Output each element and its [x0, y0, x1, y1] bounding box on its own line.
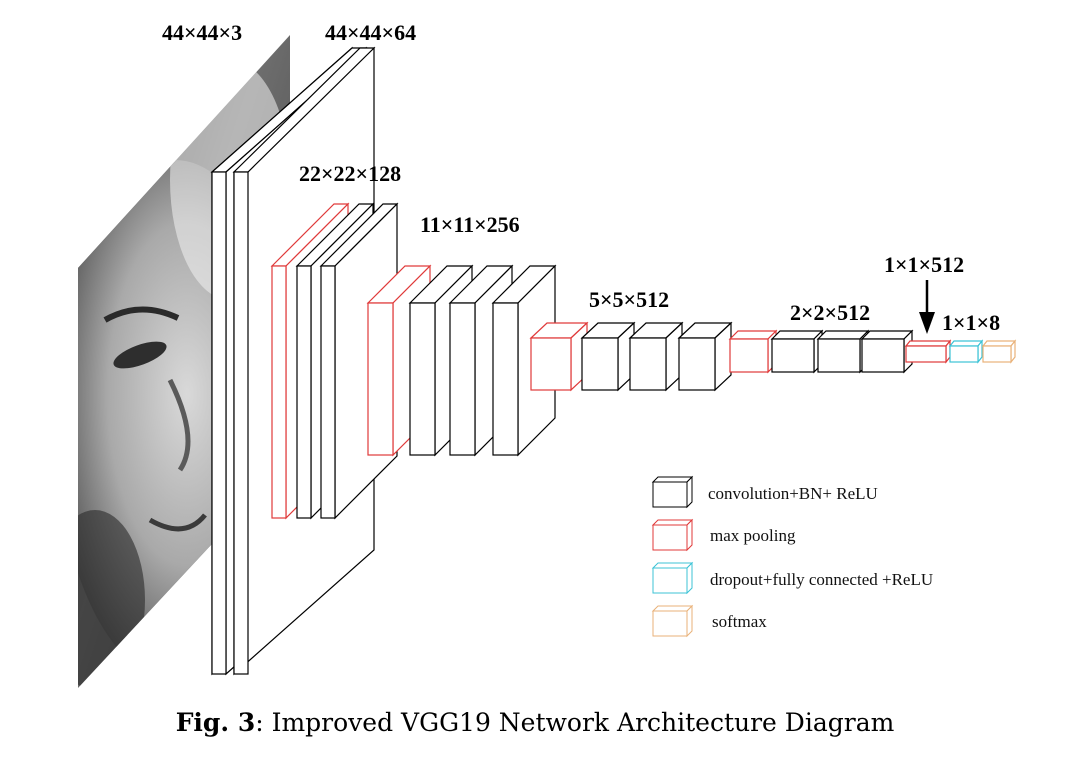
legend-label-pool: max pooling — [710, 526, 796, 545]
conv5-block-a — [770, 329, 824, 374]
pool5-block — [904, 339, 952, 364]
legend-label-conv: convolution+BN+ ReLU — [708, 484, 878, 503]
cube-icon-conv — [651, 475, 694, 509]
cube-icon-fc — [651, 561, 694, 595]
conv4-block-c — [677, 321, 733, 392]
label-conv5-dim: 2×2×512 — [790, 300, 870, 325]
label-conv2-dim: 22×22×128 — [299, 161, 401, 186]
legend-item-conv: convolution+BN+ ReLU — [651, 475, 878, 509]
pool4-block — [728, 329, 778, 374]
label-fc-dim: 1×1×512 — [884, 252, 964, 277]
label-conv1-dim: 44×44×64 — [325, 20, 416, 45]
fc-pointer-arrow — [919, 280, 935, 334]
softmax-block — [981, 339, 1017, 364]
figure-caption: Fig. 3: Improved VGG19 Network Architect… — [0, 708, 1070, 737]
legend-item-softmax: softmax — [651, 604, 767, 638]
figure-caption-label: Fig. 3 — [175, 708, 256, 737]
cube-icon-pool — [651, 518, 694, 552]
label-output-dim: 1×1×8 — [942, 310, 1000, 335]
conv5-block-c — [860, 329, 914, 374]
label-input-dim: 44×44×3 — [162, 20, 242, 45]
fc-block — [948, 339, 984, 364]
conv4-block-b — [628, 321, 684, 392]
cube-icon-softmax — [651, 604, 694, 638]
conv4-block-a — [580, 321, 636, 392]
legend-label-fc: dropout+fully connected +ReLU — [710, 570, 933, 589]
legend-label-softmax: softmax — [712, 612, 767, 631]
legend-item-fc: dropout+fully connected +ReLU — [651, 561, 933, 595]
legend: convolution+BN+ ReLU max pooling dropout… — [651, 475, 933, 638]
legend-item-pool: max pooling — [651, 518, 796, 552]
label-conv3-dim: 11×11×256 — [420, 212, 520, 237]
pool3-block — [529, 321, 589, 392]
conv5-block-b — [816, 329, 870, 374]
figure-caption-text: : Improved VGG19 Network Architecture Di… — [255, 708, 895, 737]
label-conv4-dim: 5×5×512 — [589, 287, 669, 312]
